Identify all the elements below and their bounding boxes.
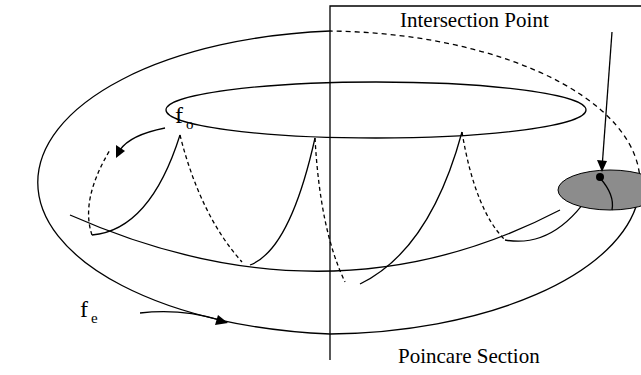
frequency-symbol: f	[80, 297, 88, 321]
leader-arrow	[602, 32, 612, 168]
torus-inner-edge	[166, 82, 586, 138]
torus-underside	[70, 210, 560, 271]
section-title: Poincare Section	[398, 346, 540, 367]
rotation-arrow	[140, 312, 220, 320]
trajectory-hidden	[462, 132, 505, 240]
arrowhead	[116, 145, 125, 158]
trajectory	[600, 178, 613, 210]
intersection-dot	[596, 173, 604, 181]
frequency-symbol: f	[175, 103, 183, 127]
trajectory-hidden	[89, 150, 110, 235]
torus-outer-edge	[38, 31, 330, 334]
arrowhead	[215, 315, 228, 325]
trajectory	[360, 132, 462, 284]
trajectory	[250, 138, 315, 265]
rotation-arrow	[120, 128, 165, 150]
section-plane	[330, 6, 641, 360]
frequency-subscript: e	[91, 311, 98, 326]
trajectory	[92, 135, 180, 235]
trajectory-hidden	[180, 135, 242, 262]
arrowhead	[597, 160, 607, 172]
section-cross-cut	[558, 170, 641, 210]
frequency-subscript: o	[186, 117, 194, 132]
callout-label: Intersection Point	[398, 10, 551, 31]
torus-outer-edge	[330, 200, 638, 334]
